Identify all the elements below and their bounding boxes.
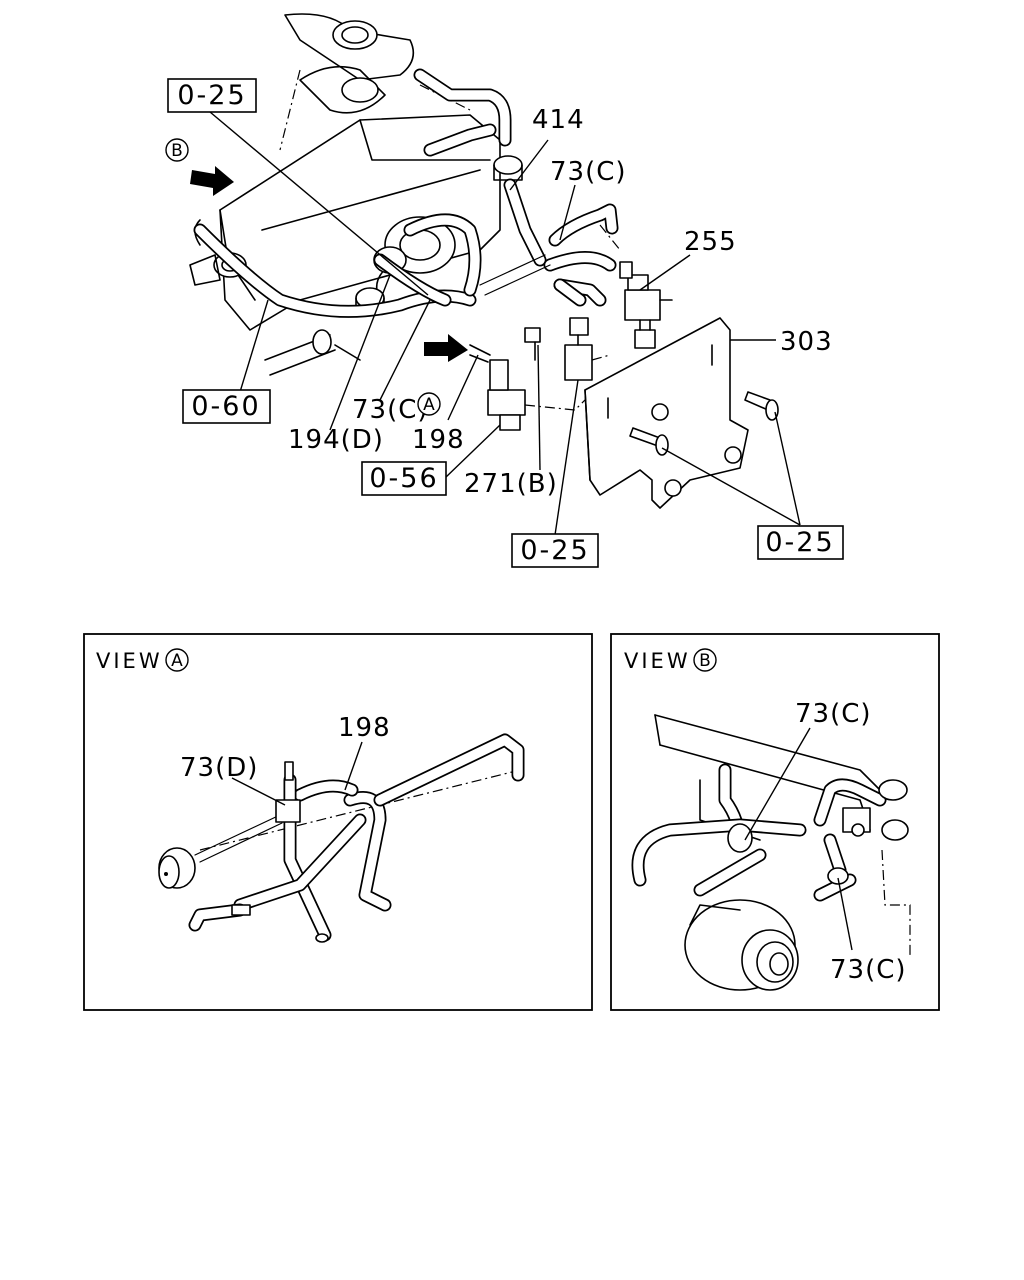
vacuum-valve-255 — [619, 261, 673, 349]
view-a-marker: A — [171, 651, 183, 671]
svg-text:A: A — [423, 395, 435, 415]
view-a-callout-73d: 73(D) — [180, 753, 258, 783]
view-a-arrow-icon — [424, 334, 468, 362]
view-b-marker: B — [699, 651, 711, 671]
callout-73c-top: 73(C) — [550, 157, 627, 187]
callout-271b: 271(B) — [464, 469, 558, 499]
callout-73c-mid: 73(C) — [352, 395, 429, 425]
svg-text:0-25: 0-25 — [765, 527, 834, 558]
boxed-ref-mid: 0-56 — [361, 461, 447, 496]
svg-text:0-25: 0-25 — [520, 535, 589, 566]
leader-lines — [209, 111, 801, 536]
view-b-callout-73c-bottom: 73(C) — [830, 955, 907, 985]
view-b-arrow-icon — [190, 166, 234, 196]
view-marker-b: B — [165, 138, 189, 162]
bracket-303 — [584, 317, 749, 509]
view-a-callout-198: 198 — [338, 713, 391, 743]
boxed-ref-bottom-center: 0-25 — [511, 533, 599, 568]
view-b-callout-73c-top: 73(C) — [795, 699, 872, 729]
view-b-panel: VIEW B 73(C) 73( — [610, 633, 940, 1011]
callout-414: 414 — [532, 105, 585, 135]
vacuum-valve-lower — [469, 344, 526, 431]
svg-text:0-56: 0-56 — [369, 463, 438, 494]
callout-255: 255 — [684, 227, 737, 257]
view-a-panel: VIEW A 198 73(D) — [83, 633, 593, 1011]
boxed-ref-top-left: 0-25 — [167, 78, 257, 113]
callout-303: 303 — [780, 327, 833, 357]
svg-text:0-25: 0-25 — [177, 80, 246, 111]
boxed-ref-left: 0-60 — [182, 389, 271, 424]
view-a-title: VIEW — [96, 649, 163, 673]
callout-198: 198 — [412, 425, 465, 455]
svg-text:0-60: 0-60 — [191, 391, 260, 422]
view-b-title: VIEW — [624, 649, 691, 673]
view-marker-a: A — [417, 392, 441, 416]
callout-194d: 194(D) — [288, 425, 384, 455]
engine-assembly-drawing — [189, 13, 779, 509]
svg-text:B: B — [171, 141, 183, 161]
boxed-ref-bottom-right: 0-25 — [757, 525, 844, 560]
